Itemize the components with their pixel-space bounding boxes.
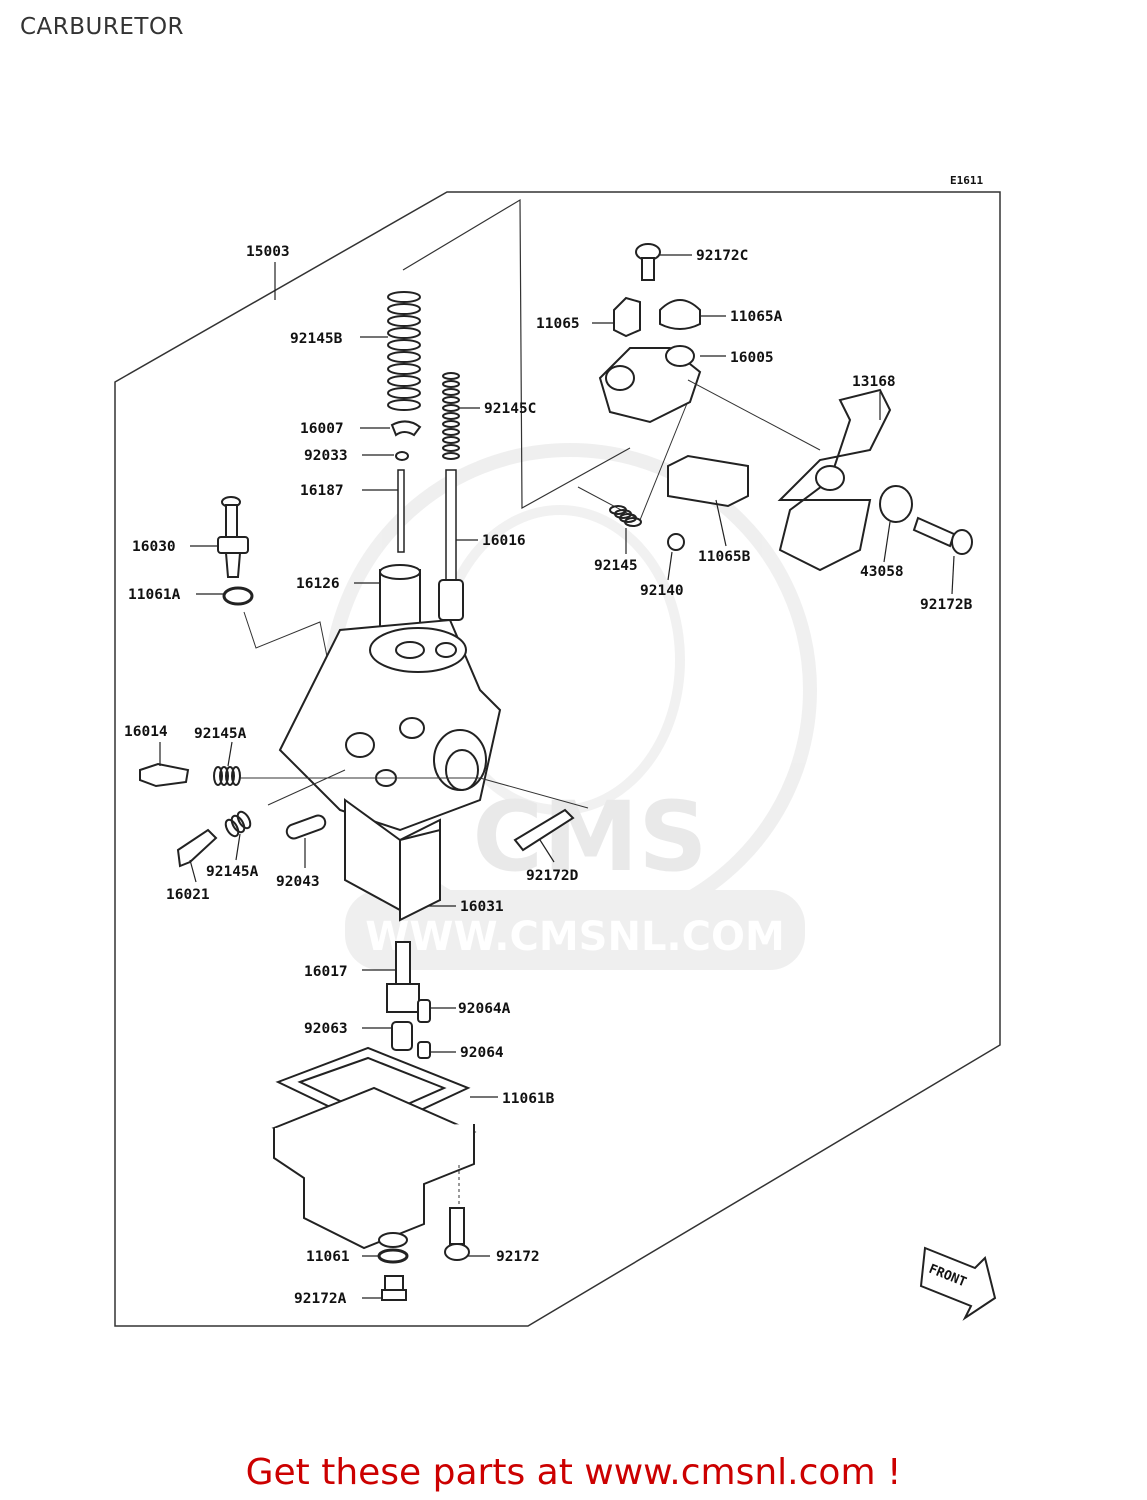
part-label: 16016 bbox=[482, 533, 526, 549]
part-label: 11065B bbox=[698, 549, 751, 565]
part-label: 16187 bbox=[300, 483, 344, 499]
part-label: 11065A bbox=[730, 309, 783, 325]
part-label: 11065 bbox=[536, 316, 580, 332]
part-label: 92043 bbox=[276, 874, 320, 890]
clip-icon bbox=[395, 451, 409, 461]
part-label: 16031 bbox=[460, 899, 504, 915]
part-label: 92063 bbox=[304, 1021, 348, 1037]
part-label: 16005 bbox=[730, 350, 774, 366]
throttle-group-outline bbox=[402, 198, 631, 510]
drain-screw-icon bbox=[381, 1275, 407, 1301]
watermark-url: WWW.CMSNL.COM bbox=[365, 914, 785, 960]
leader-lines bbox=[159, 254, 955, 1299]
spring-icon bbox=[387, 291, 421, 411]
part-label: 16017 bbox=[304, 964, 348, 980]
part-label: 92172 bbox=[496, 1249, 540, 1265]
part-label: 16030 bbox=[132, 539, 176, 555]
cap-icon bbox=[613, 296, 641, 338]
washer-icon bbox=[879, 485, 913, 523]
kit-outline bbox=[114, 191, 1001, 1327]
screw-icon bbox=[635, 243, 661, 281]
choke-plate-icon bbox=[667, 454, 749, 508]
rod-icon bbox=[445, 469, 457, 586]
part-label: 15003 bbox=[246, 244, 290, 260]
ball-icon bbox=[667, 533, 685, 551]
spring-icon bbox=[213, 766, 241, 786]
part-label: 92145C bbox=[484, 401, 536, 417]
part-label: 92145 bbox=[594, 558, 638, 574]
choke-lever-icon bbox=[777, 388, 892, 572]
bolt-icon bbox=[444, 1207, 470, 1261]
page-title: CARBURETOR bbox=[20, 14, 185, 40]
float-bowl-icon bbox=[271, 1046, 477, 1250]
screw-icon bbox=[912, 516, 973, 555]
part-label: 92172B bbox=[920, 597, 973, 613]
cable-adjuster-icon bbox=[217, 496, 249, 578]
part-label: 92145A bbox=[194, 726, 247, 742]
jet-needle-icon bbox=[397, 469, 405, 553]
part-label: 92172D bbox=[526, 868, 579, 884]
part-label: 92145A bbox=[206, 864, 259, 880]
choke-lever-bracket-icon bbox=[598, 345, 702, 424]
front-arrow-icon: FRONT bbox=[919, 1246, 997, 1321]
main-jet-icon bbox=[386, 941, 431, 1059]
screw-icon bbox=[513, 808, 575, 852]
part-label: 92064 bbox=[460, 1045, 504, 1061]
pin-icon bbox=[285, 814, 327, 840]
watermark-logo: CMS WWW.CMSNL.COM bbox=[323, 443, 817, 970]
gasket-icon bbox=[222, 586, 254, 606]
part-label: 16014 bbox=[124, 724, 168, 740]
part-label: 16021 bbox=[166, 887, 210, 903]
spring-icon bbox=[224, 810, 252, 838]
watermark-brand: CMS bbox=[472, 781, 707, 893]
part-label: 11061A bbox=[128, 587, 181, 603]
diagram-code: E1611 bbox=[950, 174, 983, 187]
spring-icon bbox=[442, 372, 460, 460]
carburetor-exploded-diagram: CMS WWW.CMSNL.COM E1611 bbox=[114, 174, 1001, 1327]
part-label: 92033 bbox=[304, 448, 348, 464]
part-label: 92064A bbox=[458, 1001, 511, 1017]
part-label: 11061 bbox=[306, 1249, 350, 1265]
gasket-icon bbox=[377, 1248, 409, 1264]
idle-screw-icon bbox=[176, 828, 218, 868]
part-label: 43058 bbox=[860, 564, 904, 580]
part-label: 92172A bbox=[294, 1291, 347, 1307]
part-label: 16126 bbox=[296, 576, 340, 592]
part-label: 92140 bbox=[640, 583, 684, 599]
part-label: 13168 bbox=[852, 374, 896, 390]
part-label: 16007 bbox=[300, 421, 344, 437]
spring-icon bbox=[609, 505, 642, 527]
clip-icon bbox=[390, 420, 422, 437]
footer-link[interactable]: Get these parts at www.cmsnl.com ! bbox=[245, 1452, 902, 1493]
part-label: 11061B bbox=[502, 1091, 555, 1107]
part-label: 92145B bbox=[290, 331, 343, 347]
cap-icon bbox=[659, 299, 701, 330]
pilot-screw-icon bbox=[139, 762, 190, 788]
part-label: 92172C bbox=[696, 248, 748, 264]
throttle-valve-icon bbox=[379, 564, 421, 635]
